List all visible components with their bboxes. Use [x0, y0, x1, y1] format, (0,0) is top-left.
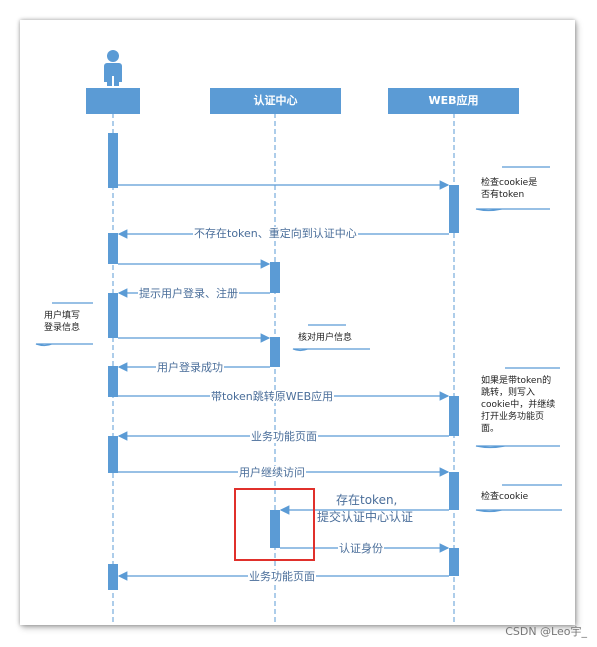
- activation-bars: [108, 133, 459, 590]
- note-check-cookie: 检查cookie是 否有token: [481, 178, 538, 200]
- note-verify-user-shape: [292, 324, 370, 352]
- message-business-page-label: 业务功能页面: [250, 430, 318, 443]
- activation-user-3: [108, 293, 118, 338]
- note-check-cookie2: 检查cookie: [481, 492, 529, 502]
- watermark: CSDN @Leo宇_: [505, 625, 587, 638]
- note-check-cookie2-shape: [475, 484, 562, 513]
- note-redirect-info: 如果是带token的 跳转，则写入 cookie中，并继续 打开业务功能页 面。: [481, 376, 556, 434]
- note-check-cookie-shape: [475, 166, 550, 212]
- participant-auth-center: 认证中心: [210, 88, 341, 114]
- note-user-fill-shape: [35, 302, 93, 347]
- activation-web-3: [449, 472, 459, 510]
- activation-user-4: [108, 366, 118, 397]
- participant-user: [86, 88, 140, 114]
- message-login-success-label: 用户登录成功: [156, 361, 224, 374]
- message-login-prompt-label: 提示用户登录、注册: [138, 287, 239, 300]
- activation-web-4: [449, 548, 459, 576]
- activation-auth-1: [270, 262, 280, 293]
- activation-auth-2: [270, 337, 280, 367]
- message-identity-label: 认证身份: [338, 542, 384, 555]
- message-token-redirect-label: 带token跳转原WEB应用: [210, 390, 335, 403]
- activation-user-5: [108, 436, 118, 473]
- note-redirect-info-shape: [475, 367, 560, 449]
- activation-user-1: [108, 133, 118, 188]
- participant-web-app: WEB应用: [388, 88, 519, 114]
- activation-user-6: [108, 564, 118, 590]
- activation-auth-3: [270, 510, 280, 548]
- activation-user-2: [108, 233, 118, 264]
- activation-web-1: [449, 185, 459, 233]
- note-user-fill: 用户填写 登录信息: [44, 311, 81, 333]
- message-token-exists-label: 存在token,: [335, 493, 399, 507]
- user-icon: [104, 50, 122, 86]
- highlight-box: [234, 488, 315, 561]
- note-verify-user: 核对用户信息: [298, 333, 353, 343]
- message-redirect-label: 不存在token、重定向到认证中心: [193, 227, 358, 240]
- message-submit-verify-label: 提交认证中心认证: [316, 510, 415, 524]
- message-continue-access-label: 用户继续访问: [238, 466, 306, 479]
- activation-web-2: [449, 396, 459, 436]
- message-business-page-2-label: 业务功能页面: [248, 570, 316, 583]
